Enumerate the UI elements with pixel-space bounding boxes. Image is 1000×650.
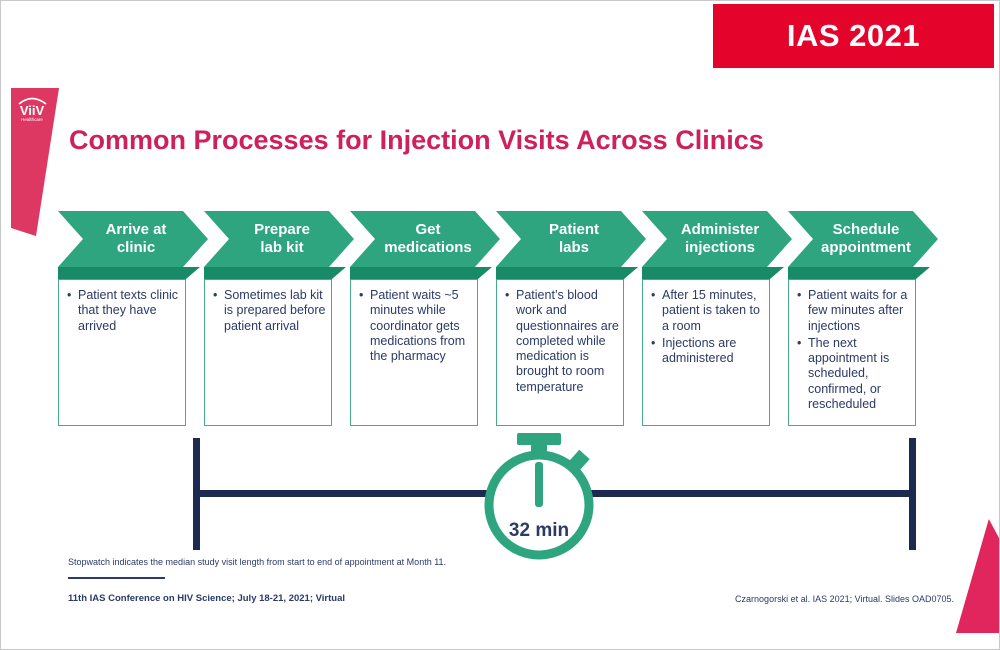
step-column-appointment: Schedule appointment Patient waits for a… <box>788 211 938 426</box>
step-header-label: Patient labs <box>548 221 599 256</box>
step-details: Sometimes lab kit is prepared before pat… <box>204 279 332 426</box>
logo-sub-text: Healthcare <box>21 117 43 122</box>
viiv-logo: ViiV Healthcare <box>11 88 59 236</box>
step-header-chevron: Get medications <box>350 211 500 267</box>
step-column-arrive: Arrive at clinic Patient texts clinic th… <box>58 211 208 426</box>
stopwatch-hand <box>535 462 543 507</box>
duration-label: 32 min <box>509 520 569 541</box>
step-column-medications: Get medications Patient waits ~5 minutes… <box>350 211 500 426</box>
timeline-start-cap <box>193 438 200 550</box>
step-header-label: Schedule appointment <box>821 221 911 256</box>
step-header-label: Get medications <box>384 221 472 256</box>
step-header-label: Arrive at clinic <box>105 221 167 256</box>
chevron-shadow-strip <box>58 267 200 279</box>
stopwatch-icon: 32 min <box>484 433 594 560</box>
citation-footer: Czarnogorski et al. IAS 2021; Virtual. S… <box>735 594 954 604</box>
step-header-label: Prepare lab kit <box>254 221 310 256</box>
logo-brand-text: ViiV <box>20 103 45 118</box>
step-header-chevron: Administer injections <box>642 211 792 267</box>
list-item: The next appointment is scheduled, confi… <box>797 336 912 412</box>
logo-arc-icon <box>18 97 47 105</box>
list-item: Injections are administered <box>651 336 766 367</box>
list-item: Sometimes lab kit is prepared before pat… <box>213 288 328 334</box>
chevron-shadow-strip <box>642 267 784 279</box>
list-item: Patient texts clinic that they have arri… <box>67 288 182 334</box>
footnote-divider <box>68 577 165 579</box>
page-title: Common Processes for Injection Visits Ac… <box>69 125 764 155</box>
step-details: Patient waits for a few minutes after in… <box>788 279 916 426</box>
step-details: Patient’s blood work and questionnaires … <box>496 279 624 426</box>
conference-badge: IAS 2021 <box>713 4 994 68</box>
list-item: Patient’s blood work and questionnaires … <box>505 288 620 395</box>
list-item: Patient waits for a few minutes after in… <box>797 288 912 334</box>
conference-footer: 11th IAS Conference on HIV Science; July… <box>68 593 346 604</box>
logo-wedge-shape <box>11 88 59 236</box>
step-header-chevron: Patient labs <box>496 211 646 267</box>
step-column-injections: Administer injections After 15 minutes, … <box>642 211 792 426</box>
chevron-shadow-strip <box>496 267 638 279</box>
footnote: Stopwatch indicates the median study vis… <box>68 557 447 567</box>
stopwatch-top-button <box>517 433 561 445</box>
chevron-shadow-strip <box>788 267 930 279</box>
step-details: After 15 minutes, patient is taken to a … <box>642 279 770 426</box>
conference-badge-label: IAS 2021 <box>786 18 921 53</box>
process-flow: Arrive at clinic Patient texts clinic th… <box>58 211 938 426</box>
step-header-chevron: Schedule appointment <box>788 211 938 267</box>
step-details: Patient texts clinic that they have arri… <box>58 279 186 426</box>
step-header-chevron: Prepare lab kit <box>204 211 354 267</box>
list-item: Patient waits ~5 minutes while coordinat… <box>359 288 474 364</box>
step-header-chevron: Arrive at clinic <box>58 211 208 267</box>
list-item: After 15 minutes, patient is taken to a … <box>651 288 766 334</box>
corner-wedge-decoration <box>956 519 999 633</box>
step-column-lab-kit: Prepare lab kit Sometimes lab kit is pre… <box>204 211 354 426</box>
chevron-shadow-strip <box>204 267 346 279</box>
step-header-label: Administer injections <box>680 221 760 256</box>
timeline-end-cap <box>909 438 916 550</box>
step-column-patient-labs: Patient labs Patient’s blood work and qu… <box>496 211 646 426</box>
chevron-shadow-strip <box>350 267 492 279</box>
step-details: Patient waits ~5 minutes while coordinat… <box>350 279 478 426</box>
